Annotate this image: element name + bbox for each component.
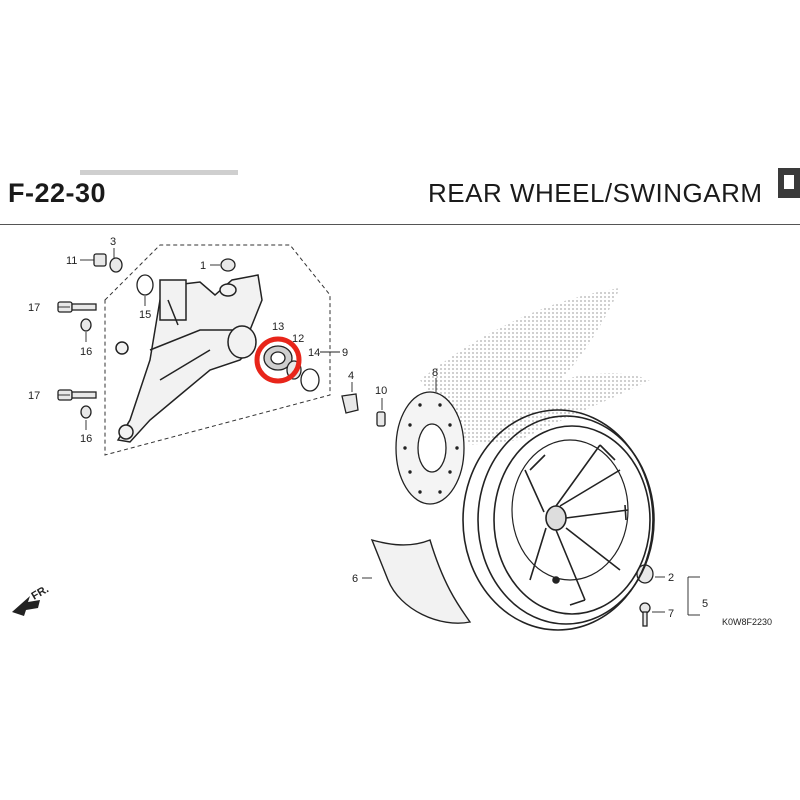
callout-2: 2	[668, 572, 674, 584]
front-direction-arrow: FR.	[12, 583, 51, 616]
callout-16b: 16	[80, 433, 92, 445]
front-direction-label: FR.	[30, 583, 51, 602]
watermark-wing	[420, 288, 650, 445]
highlight-ring	[254, 336, 302, 384]
callout-13: 13	[272, 321, 284, 333]
top-scroll-bar	[80, 170, 238, 175]
callout-10: 10	[375, 385, 387, 397]
diagram-reference-code: K0W8F2230	[722, 617, 772, 627]
callout-12: 12	[292, 333, 304, 345]
callout-16a: 16	[80, 346, 92, 358]
brake-disc	[395, 391, 465, 505]
callout-11: 11	[66, 255, 77, 267]
callout-4: 4	[348, 370, 354, 382]
callout-17b: 17	[28, 390, 40, 402]
leader-lines	[58, 248, 700, 616]
callout-8: 8	[432, 367, 438, 379]
diagram-title: REAR WHEEL/SWINGARM	[428, 178, 763, 208]
hardware	[57, 253, 654, 627]
corner-tab	[778, 168, 800, 198]
callout-numbers: 1 2 3 4 5 6 7 8 9 10 11 12 13 14 15 16 1…	[28, 236, 708, 620]
callout-6: 6	[352, 573, 358, 585]
callout-14: 14	[308, 347, 320, 359]
callout-1: 1	[200, 260, 206, 272]
callout-5: 5	[702, 598, 708, 610]
header-rule	[0, 224, 800, 225]
callout-17a: 17	[28, 302, 40, 314]
callout-3: 3	[110, 236, 116, 248]
callout-15: 15	[139, 309, 151, 321]
callout-9: 9	[342, 347, 348, 359]
rear-wheel	[462, 409, 655, 631]
diagram-code-label: F-22-30	[8, 178, 107, 208]
swingarm	[115, 274, 263, 443]
swingarm-frame	[104, 244, 331, 456]
rear-fender	[370, 538, 472, 624]
callout-7: 7	[668, 608, 674, 620]
